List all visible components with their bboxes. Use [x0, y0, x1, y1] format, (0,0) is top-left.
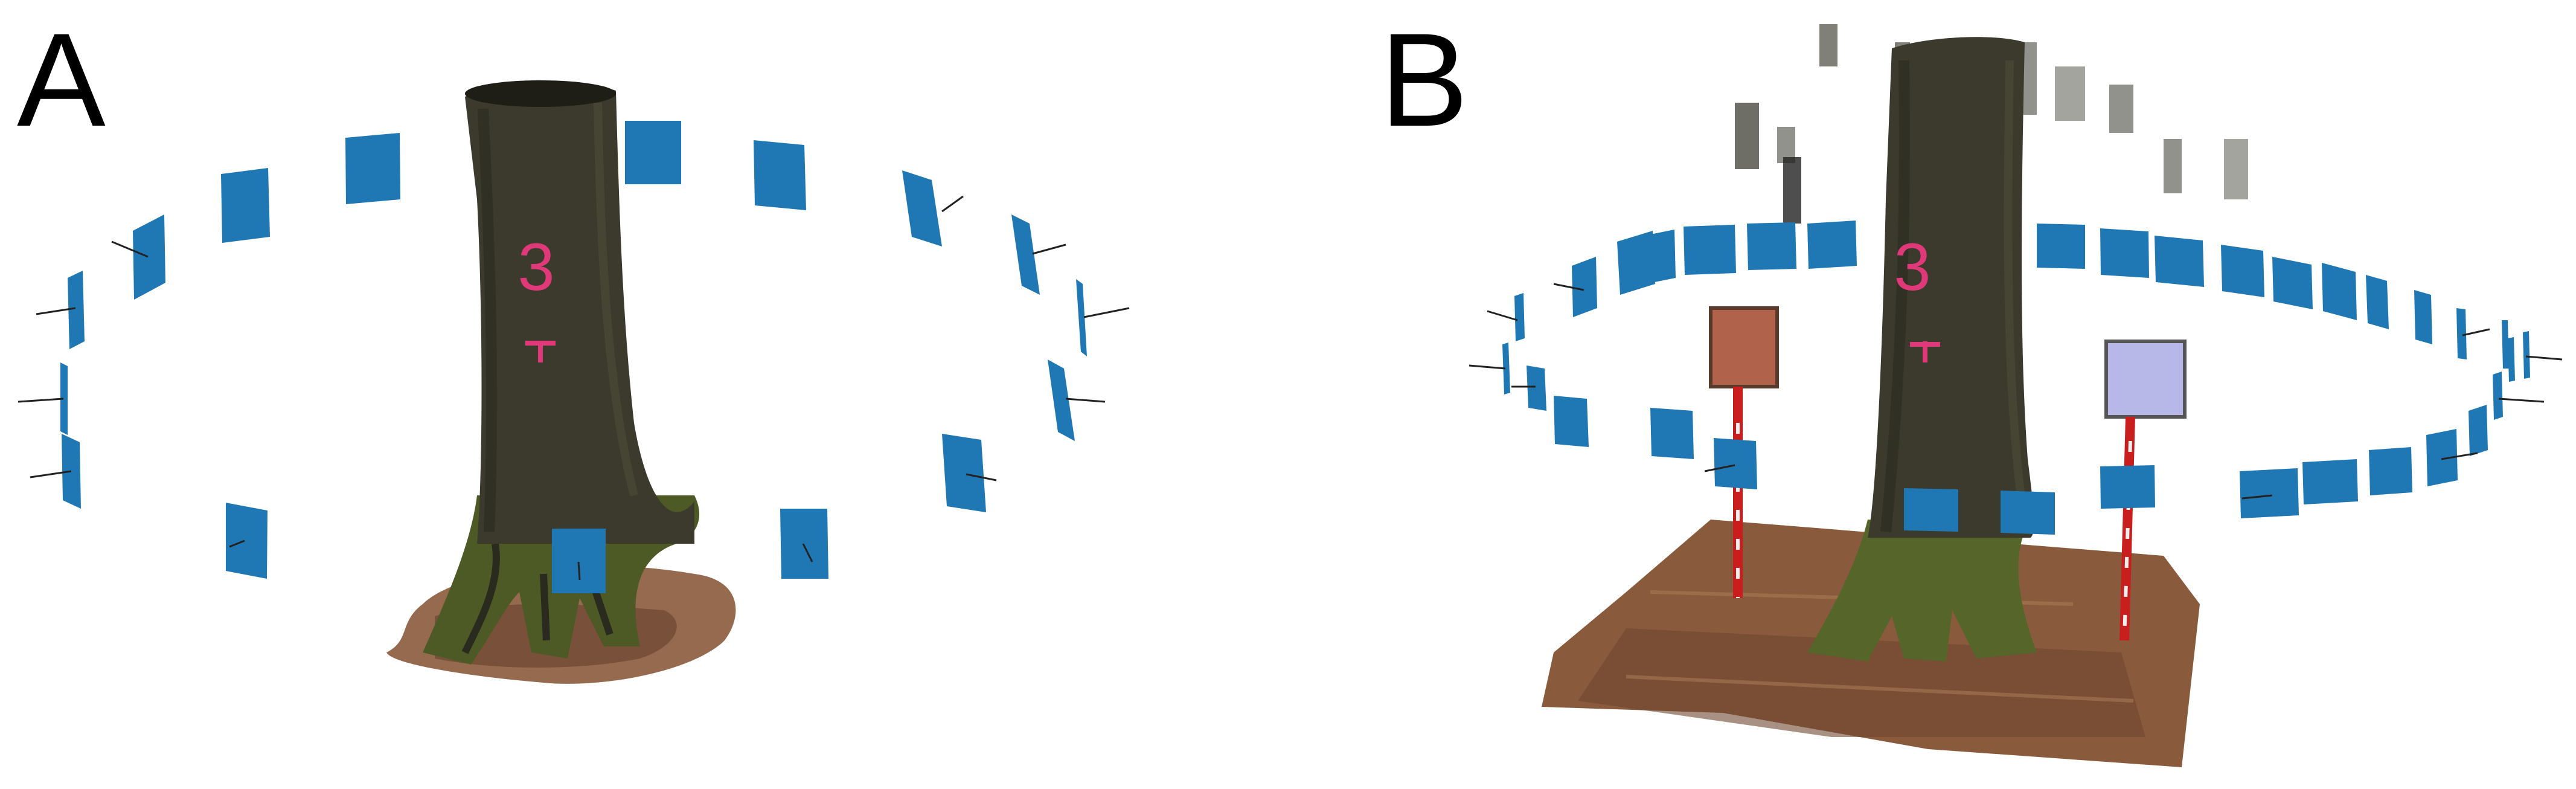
camera-icon	[2155, 236, 2204, 287]
camera-view-lines-a	[18, 195, 1130, 581]
camera-icon	[902, 170, 942, 246]
camera-icon	[2001, 491, 2055, 535]
trunk-marking-a: 3	[517, 230, 554, 304]
camera-icon	[2493, 372, 2503, 420]
camera-icon	[1572, 257, 1597, 317]
panel-a: A 3	[17, 5, 1130, 684]
camera-icon	[1554, 396, 1589, 447]
camera-icon	[942, 434, 986, 512]
camera-icon	[2240, 468, 2299, 518]
camera-icon	[1076, 279, 1087, 356]
camera-icon	[2037, 224, 2085, 269]
trunk-tick-mark-b	[1910, 341, 1940, 362]
camera-icon	[345, 133, 400, 204]
trunk-marking-b: 3	[1894, 230, 1930, 304]
camera-icon	[1714, 438, 1757, 489]
camera-ring-a	[60, 121, 1087, 593]
camera-icon	[60, 362, 68, 435]
camera-view-lines-b	[1469, 283, 2563, 500]
camera-icon	[2221, 245, 2264, 297]
camera-icon	[221, 168, 270, 243]
camera-icon	[133, 214, 165, 300]
camera-icon	[1048, 359, 1075, 441]
camera-icon	[2523, 331, 2530, 379]
camera-icon	[2100, 465, 2155, 509]
camera-icon	[1502, 343, 1510, 394]
camera-icon	[2414, 290, 2432, 344]
camera-icon	[2302, 459, 2358, 504]
camera-icon	[1807, 221, 1857, 269]
camera-icon	[754, 140, 806, 210]
panel-label-a: A	[17, 5, 106, 154]
tree-roots-b	[1807, 520, 2037, 662]
panel-label-b: B	[1380, 5, 1469, 154]
camera-icon	[1904, 488, 1958, 532]
camera-icon	[1650, 408, 1694, 459]
camera-icon	[2502, 320, 2509, 369]
camera-icon	[2272, 257, 2313, 309]
calibration-target-left	[1709, 306, 1779, 598]
camera-icon	[625, 121, 681, 184]
camera-icon	[68, 271, 85, 349]
camera-icon	[2508, 337, 2515, 382]
trunk-tick-mark-a	[525, 341, 556, 362]
camera-icon	[552, 529, 606, 593]
camera-ring-b	[1502, 221, 2530, 535]
camera-icon	[2366, 275, 2389, 329]
camera-icon	[226, 503, 268, 579]
camera-icon	[780, 509, 828, 579]
camera-icon	[2100, 228, 2149, 278]
camera-icon	[1747, 222, 1796, 270]
camera-icon	[2369, 447, 2412, 495]
camera-icon	[1644, 230, 1676, 284]
camera-icon	[2426, 429, 2458, 486]
camera-icon	[1684, 225, 1736, 275]
camera-icon	[1514, 293, 1525, 341]
camera-icon	[2469, 405, 2488, 456]
camera-icon	[2322, 263, 2357, 320]
scene-a: 3	[18, 80, 1130, 684]
camera-icon	[1011, 214, 1040, 295]
panel-b: B 3	[1288, 0, 2576, 789]
camera-icon	[2456, 308, 2467, 359]
scene-b: 3	[1469, 24, 2563, 767]
tree-trunk-a	[465, 83, 694, 544]
calibration-target-right	[2104, 340, 2187, 641]
camera-icon	[1527, 366, 1546, 411]
